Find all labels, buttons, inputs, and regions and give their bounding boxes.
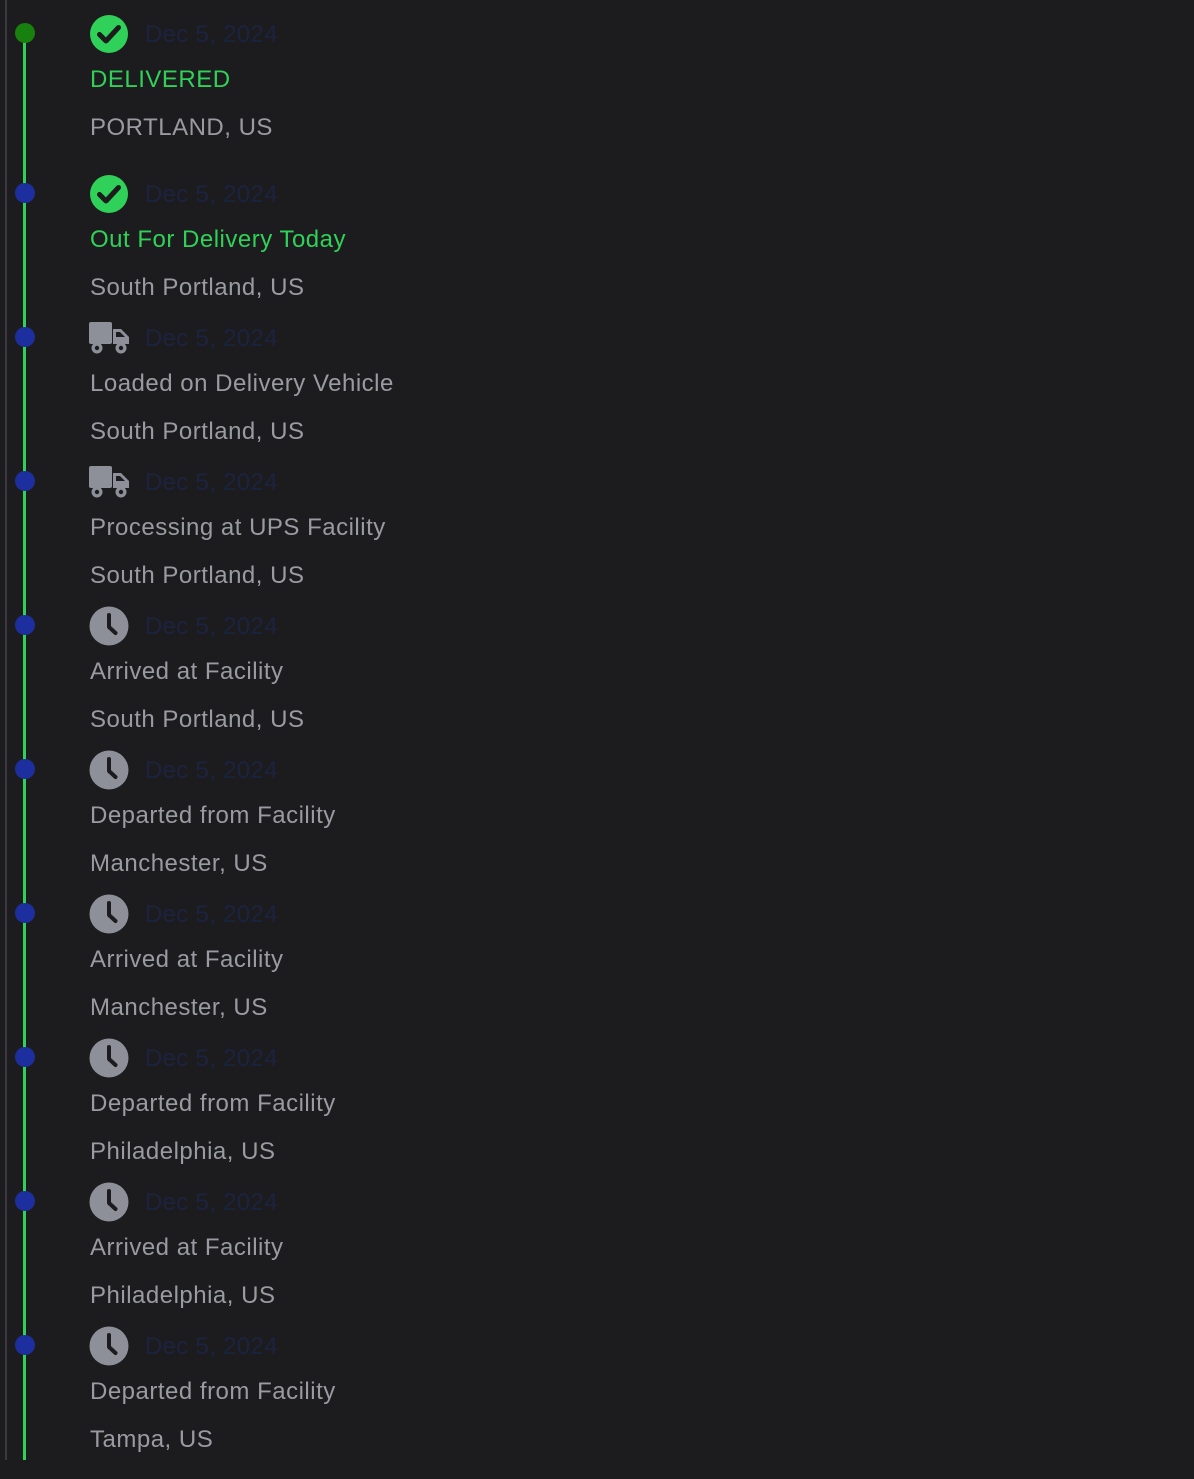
timeline-dot xyxy=(15,1047,35,1067)
event-status: Processing at UPS Facility xyxy=(90,514,386,541)
event-status: Out For Delivery Today xyxy=(90,226,346,253)
clock-icon xyxy=(89,1326,129,1366)
event-status: Departed from Facility xyxy=(90,802,336,829)
timeline-dot xyxy=(15,327,35,347)
event-status: DELIVERED xyxy=(90,66,231,93)
timeline-event-departed-tampa: Dec 5, 2024 Departed from Facility Tampa… xyxy=(0,1326,1194,1479)
clock-icon xyxy=(89,750,129,790)
event-date: Dec 5, 2024 xyxy=(145,181,278,208)
event-location: Philadelphia, US xyxy=(90,1138,276,1165)
timeline-dot xyxy=(15,1335,35,1355)
timeline-event-arrived-philadelphia: Dec 5, 2024 Arrived at Facility Philadel… xyxy=(0,1182,1194,1335)
event-location: South Portland, US xyxy=(90,562,305,589)
event-location: South Portland, US xyxy=(90,418,305,445)
timeline-event-processing: Dec 5, 2024 Processing at UPS Facility S… xyxy=(0,466,1194,615)
timeline-dot xyxy=(15,759,35,779)
event-location: Philadelphia, US xyxy=(90,1282,276,1309)
event-status: Arrived at Facility xyxy=(90,1234,284,1261)
left-border xyxy=(5,0,7,1460)
timeline-dot xyxy=(15,903,35,923)
timeline-dot xyxy=(15,183,35,203)
event-status: Departed from Facility xyxy=(90,1090,336,1117)
timeline-dot xyxy=(15,471,35,491)
event-status: Arrived at Facility xyxy=(90,946,284,973)
event-status: Loaded on Delivery Vehicle xyxy=(90,370,394,397)
timeline-event-departed-manchester: Dec 5, 2024 Departed from Facility Manch… xyxy=(0,750,1194,903)
event-date: Dec 5, 2024 xyxy=(145,325,278,352)
event-date: Dec 5, 2024 xyxy=(145,613,278,640)
timeline-event-loaded: Dec 5, 2024 Loaded on Delivery Vehicle S… xyxy=(0,322,1194,471)
event-date: Dec 5, 2024 xyxy=(145,469,278,496)
timeline-line xyxy=(23,33,26,1460)
timeline-event-out-for-delivery: Dec 5, 2024 Out For Delivery Today South… xyxy=(0,175,1194,327)
truck-icon xyxy=(89,322,129,354)
event-location: South Portland, US xyxy=(90,706,305,733)
event-location: PORTLAND, US xyxy=(90,114,273,141)
event-date: Dec 5, 2024 xyxy=(145,1189,278,1216)
event-status: Arrived at Facility xyxy=(90,658,284,685)
timeline-dot xyxy=(15,23,35,43)
event-location: Manchester, US xyxy=(90,994,268,1021)
clock-icon xyxy=(89,1038,129,1078)
check-circle-icon xyxy=(90,15,128,53)
timeline-event-arrived-south-portland: Dec 5, 2024 Arrived at Facility South Po… xyxy=(0,606,1194,759)
timeline-event-delivered: Dec 5, 2024 DELIVERED PORTLAND, US xyxy=(0,15,1194,167)
timeline-event-arrived-manchester: Dec 5, 2024 Arrived at Facility Manchest… xyxy=(0,894,1194,1047)
check-circle-icon xyxy=(90,175,128,213)
event-date: Dec 5, 2024 xyxy=(145,1045,278,1072)
event-location: Manchester, US xyxy=(90,850,268,877)
event-status: Departed from Facility xyxy=(90,1378,336,1405)
event-date: Dec 5, 2024 xyxy=(145,21,278,48)
clock-icon xyxy=(89,606,129,646)
event-date: Dec 5, 2024 xyxy=(145,1333,278,1360)
truck-icon xyxy=(89,466,129,498)
clock-icon xyxy=(89,894,129,934)
event-date: Dec 5, 2024 xyxy=(145,901,278,928)
clock-icon xyxy=(89,1182,129,1222)
timeline-event-departed-philadelphia: Dec 5, 2024 Departed from Facility Phila… xyxy=(0,1038,1194,1191)
event-date: Dec 5, 2024 xyxy=(145,757,278,784)
event-location: Tampa, US xyxy=(90,1426,214,1453)
timeline-dot xyxy=(15,1191,35,1211)
timeline-dot xyxy=(15,615,35,635)
event-location: South Portland, US xyxy=(90,274,305,301)
